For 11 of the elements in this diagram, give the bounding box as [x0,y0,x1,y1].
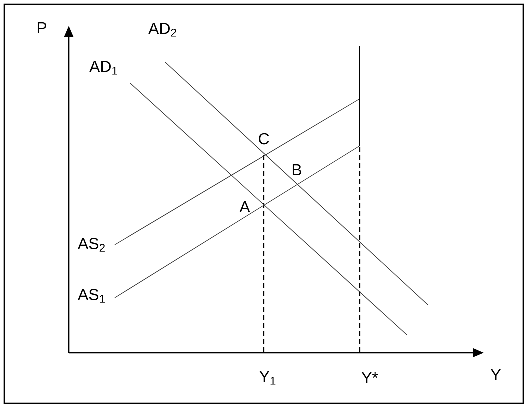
tick-label: Y$_{1}$ [260,371,276,385]
curve-label: AS$_{2}$ [78,238,105,252]
curve-label: AS$_{1}$ [78,289,105,303]
point-label: C [259,133,270,145]
axis-label: P [38,22,46,34]
tick-label: Y* [362,372,378,384]
point-label: A [240,202,250,212]
axis-label: Y [491,369,501,380]
curve-label: AD$_{2}$ [148,23,176,37]
curve-label: AD$_{1}$ [90,61,118,75]
point-label: B [292,164,302,176]
